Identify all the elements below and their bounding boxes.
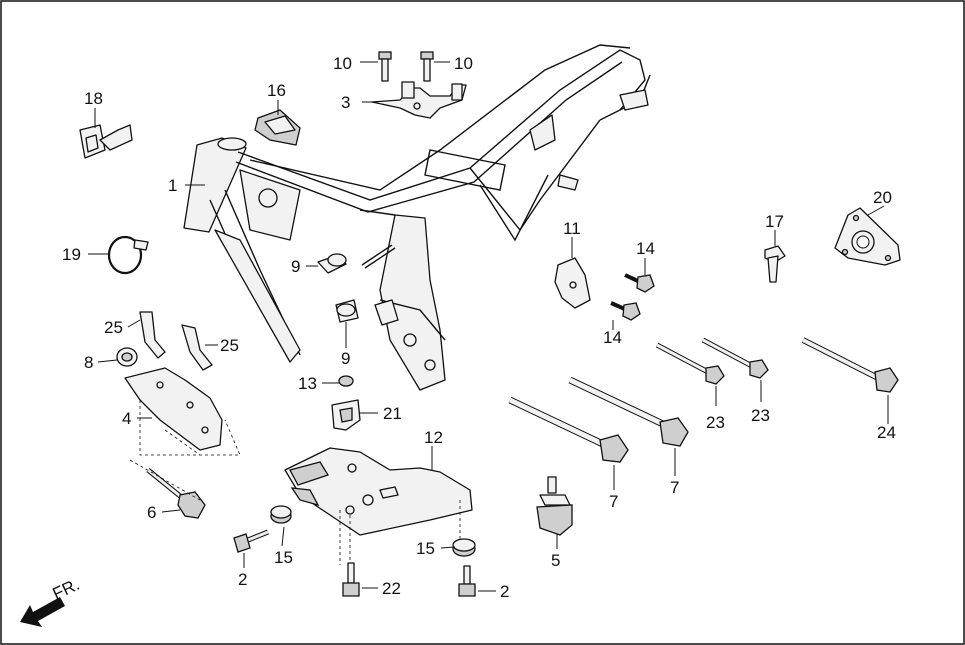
bolt-2-right (458, 565, 476, 597)
skid-plate-12 (284, 447, 473, 565)
rubber-15-left (270, 505, 292, 524)
callout-19: 19 (62, 245, 81, 264)
main-frame (183, 44, 651, 391)
callout-8: 8 (84, 353, 93, 372)
leader-lines (88, 61, 889, 592)
callout-9-upper: 9 (291, 257, 300, 276)
bolt-23-left (655, 342, 725, 385)
callout-7-left: 7 (609, 492, 618, 511)
callout-2-left: 2 (238, 570, 247, 589)
bolt-10-right (420, 51, 434, 82)
callout-2-right: 2 (500, 582, 509, 601)
callout-23-left: 23 (706, 413, 725, 432)
mount-5 (536, 476, 573, 536)
part-19 (107, 235, 149, 275)
callout-22: 22 (382, 579, 401, 598)
callout-15-left: 15 (274, 548, 293, 567)
guard-plate-4 (124, 367, 241, 456)
part-16 (254, 109, 301, 146)
bushing-9-lower (335, 299, 359, 323)
callout-14-lower: 14 (603, 328, 622, 347)
long-bolt-7-left (508, 396, 629, 463)
callout-6: 6 (147, 503, 156, 522)
callout-15-right: 15 (416, 539, 435, 558)
callout-16: 16 (267, 81, 286, 100)
callout-labels: 1 3 10 10 16 18 19 9 9 13 21 25 25 8 4 6… (50, 54, 896, 604)
rubber-15-right (452, 538, 476, 557)
bolt-10-left (378, 51, 392, 82)
callout-10-right: 10 (454, 54, 473, 73)
callout-18: 18 (84, 89, 103, 108)
callout-1: 1 (168, 176, 177, 195)
bracket-11 (554, 257, 591, 309)
plate-20 (834, 207, 901, 266)
callout-13: 13 (298, 374, 317, 393)
bolt-6 (129, 459, 206, 519)
strip-25-left (139, 311, 166, 359)
callout-21: 21 (383, 404, 402, 423)
callout-4: 4 (122, 409, 131, 428)
bolt-14-lower (610, 301, 641, 321)
callout-23-right: 23 (751, 406, 770, 425)
bolt-24 (801, 337, 899, 393)
strip-25-right (181, 324, 213, 371)
bracket-21 (331, 399, 361, 431)
long-bolt-7-right (568, 376, 689, 447)
bushing-9-upper (317, 253, 347, 274)
callout-9-lower: 9 (341, 349, 350, 368)
front-direction-label: FR. (50, 575, 83, 604)
callout-12: 12 (424, 428, 443, 447)
callout-7-right: 7 (670, 478, 679, 497)
front-direction-arrow-icon (20, 597, 65, 627)
callout-14-upper: 14 (636, 239, 655, 258)
nut-13 (338, 375, 354, 387)
bolt-2-left (233, 529, 269, 553)
callout-25-left: 25 (104, 318, 123, 337)
bolt-23-right (701, 337, 769, 379)
grommet-17 (764, 245, 786, 283)
bolt-22 (342, 562, 360, 597)
callout-10-left: 10 (333, 54, 352, 73)
callout-17: 17 (765, 212, 784, 231)
callout-24: 24 (877, 423, 896, 442)
callout-25-right: 25 (220, 336, 239, 355)
bracket-3 (371, 81, 467, 119)
callout-5: 5 (551, 551, 560, 570)
callout-20: 20 (873, 188, 892, 207)
callout-3: 3 (341, 93, 350, 112)
part-18 (79, 124, 133, 159)
callout-11: 11 (563, 219, 581, 238)
grommet-8 (116, 347, 138, 367)
bolt-14-upper (624, 273, 655, 293)
